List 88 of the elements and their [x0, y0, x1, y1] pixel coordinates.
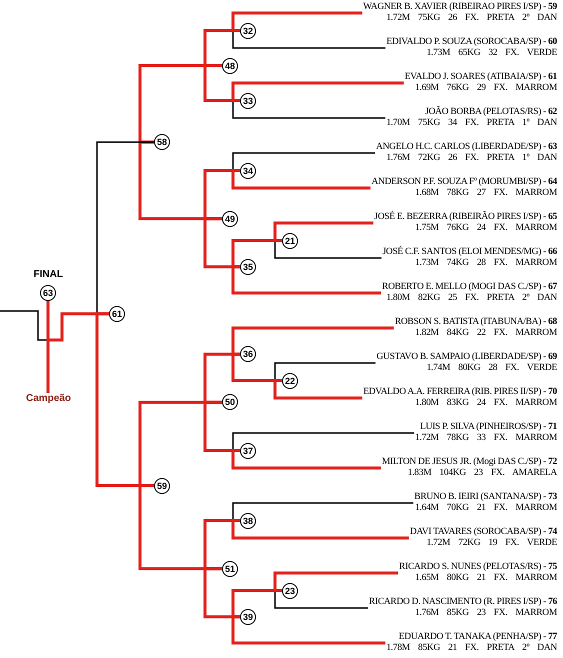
match-number-circle: 49 [222, 210, 238, 227]
competitor-stats: 1.75M 76KG 24 FX. MARROM [415, 223, 557, 234]
competitor-name: JOÃO BORBA (PELOTAS/RS) - 62 [425, 107, 557, 118]
bracket-line [274, 240, 382, 259]
competitor-name: LUIS P. SILVA (PINHEIROS/SP) - 71 [420, 422, 557, 433]
competitor-name: EVALDO J. SOARES (ATIBAIA/SP) - 61 [404, 72, 557, 83]
bracket-line [274, 379, 362, 400]
match-number-circle: 34 [240, 162, 256, 178]
bracket-line [204, 29, 240, 67]
bracket-line [274, 590, 368, 609]
competitor-stats: 1.72M 78KG 33 FX. MARROM [415, 433, 557, 444]
competitor-stats: 1.68M 78KG 27 FX. MARROM [415, 188, 557, 199]
bracket-line [232, 12, 362, 32]
competitor-stats: 1.76M 85KG 23 FX. MARROM [415, 608, 557, 619]
champion-label: Campeão [26, 393, 72, 404]
competitor-stats: 1.73M 74KG 28 FX. MARROM [415, 258, 557, 269]
competitor-stats: 1.80M 83KG 24 FX. MARROM [415, 398, 557, 409]
bracket-line [138, 400, 222, 487]
competitor-name: GUSTAVO B. SAMPAIO (LIBERDADE/SP) - 69 [376, 352, 557, 363]
competitor-name: ROBSON S. BATISTA (ITABUNA/BA) - 68 [394, 317, 557, 328]
competitor-name: ROBERTO E. MELLO (MOGI DAS C./SP) - 67 [382, 282, 557, 293]
competitor-name: EDVALDO A.A. FERREIRA (RIB. PIRES II/SP) - 70 [363, 387, 557, 398]
bracket-line [204, 567, 240, 618]
competitor-name: ANGELO H.C. CARLOS (LIBERDADE/SP) - 63 [376, 142, 557, 153]
bracket-line [232, 169, 370, 190]
bracket-line [96, 141, 154, 315]
competitor-stats: 1.74M 80KG 28 FX. VERDE [426, 363, 557, 374]
bracket-line [46, 301, 50, 393]
competitor-stats: 1.72M 75KG 26 FX. PRETA 2º DAN [386, 13, 557, 24]
bracket-line [274, 572, 398, 592]
competitor-name: DAVI TAVARES (SOROCABA/SP) - 74 [410, 527, 557, 538]
bracket-line [232, 100, 386, 119]
bracket-line [204, 352, 240, 404]
match-number-circle: 36 [240, 346, 256, 362]
match-number-circle: 51 [222, 560, 238, 577]
match-number-circle: 61 [109, 306, 125, 322]
competitor-name: RICARDO D. NASCIMENTO (R. PIRES I/SP) - 76 [368, 597, 557, 608]
match-number-circle: 59 [154, 478, 170, 494]
match-number-circle: 63 [40, 285, 56, 301]
bracket-line [232, 449, 381, 470]
competitor-name: MILTON DE JESUS JR. (Mogi DAS C./SP) - 72 [382, 457, 557, 468]
bracket-line [274, 222, 374, 242]
bracket-line [232, 152, 375, 172]
bracket-line [138, 484, 222, 570]
match-number-circle: 58 [154, 134, 170, 150]
match-number-circle: 33 [240, 92, 256, 108]
competitor-name: BRUNO B. IEIRI (SANTANA/SP) - 73 [414, 492, 557, 503]
competitor-name: ANDERSON P.F. SOUZA Fº (MORUMBI/SP) - 64 [371, 177, 557, 188]
competitor-name: WAGNER B. XAVIER (RIBEIRAO PIRES I/SP) - 59 [363, 2, 557, 13]
competitor-stats: 1.64M 70KG 21 FX. MARROM [415, 503, 557, 514]
bracket-line [232, 30, 386, 49]
bracket-line [232, 326, 394, 356]
competitor-stats: 1.70M 75KG 34 FX. PRETA 1º DAN [386, 118, 557, 129]
match-number-circle: 23 [282, 582, 298, 598]
match-number-circle: 32 [240, 22, 256, 38]
competitor-stats: 1.65M 80KG 21 FX. MARROM [415, 573, 557, 584]
bracket-line [232, 502, 414, 522]
match-number-circle: 37 [240, 442, 256, 458]
bracket-line [138, 140, 222, 220]
match-number-circle: 48 [222, 58, 238, 74]
competitor-stats: 1.83M 104KG 23 FX. AMARELA [408, 468, 557, 479]
match-number-circle: 35 [240, 258, 256, 275]
match-number-circle: 22 [282, 372, 298, 388]
competitor-stats: 1.73M 65KG 32 FX. VERDE [426, 48, 557, 59]
competitor-name: EDUARDO T. TANAKA (PENHA/SP) - 77 [398, 632, 557, 643]
competitor-stats: 1.76M 72KG 26 FX. PRETA 1º DAN [386, 153, 557, 164]
bracket-line [204, 64, 240, 102]
match-number-circle: 39 [240, 608, 256, 625]
bracket-line [274, 362, 376, 382]
competitor-stats: 1.82M 84KG 22 FX. MARROM [415, 328, 557, 339]
match-number-circle: 38 [240, 512, 256, 528]
bracket-line [232, 519, 409, 540]
competitor-stats: 1.72M 72KG 19 FX. VERDE [426, 538, 557, 549]
round-title: FINAL [34, 269, 63, 280]
bracket-line [232, 239, 282, 268]
bracket-line [232, 432, 414, 452]
match-number-circle: 21 [282, 232, 298, 248]
competitor-stats: 1.78M 85KG 21 FX. PRETA 2º DAN [386, 643, 557, 654]
competitor-name: JOSÉ C.F. SANTOS (ELOI MENDES/MG) - 66 [382, 247, 557, 258]
competitor-stats: 1.69M 76KG 29 FX. MARROM [415, 83, 557, 94]
bracket-line [232, 82, 404, 102]
bracket-line [204, 217, 240, 268]
competitor-name: JOSÉ E. BEZERRA (RIBEIRÃO PIRES I/SP) - 65 [374, 212, 557, 223]
competitor-name: RICARDO S. NUNES (PELOTAS/RS) - 75 [399, 562, 557, 573]
bracket-line [232, 589, 282, 618]
competitor-stats: 1.80M 82KG 25 FX. PRETA 2º DAN [386, 293, 557, 304]
competitor-name: EDIVALDO P. SOUZA (SOROCABA/SP) - 60 [386, 37, 557, 48]
match-number-circle: 50 [222, 394, 238, 410]
